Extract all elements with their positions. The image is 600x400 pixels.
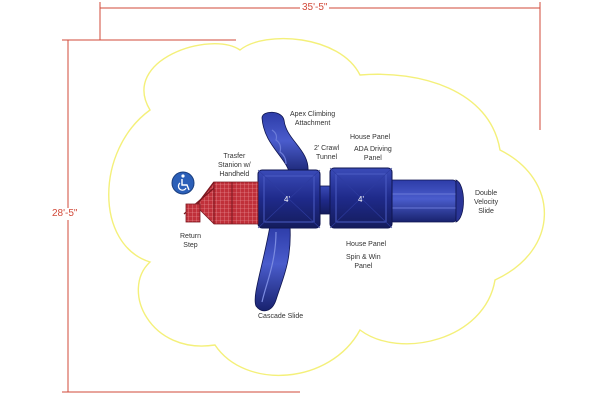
- cascade-slide: [254, 225, 291, 312]
- deck-left: [257, 169, 321, 229]
- wheelchair-icon: [171, 171, 195, 195]
- deck-right: [329, 167, 393, 229]
- safety-zone-outline: [108, 37, 545, 377]
- apex-climbing-attachment: [261, 111, 309, 177]
- label-return-step: Return Step: [180, 233, 202, 249]
- label-crawl-tunnel: 2' Crawl Tunnel: [314, 145, 340, 161]
- label-spin-win: Spin & Win Panel: [346, 254, 381, 270]
- return-step: [185, 203, 201, 223]
- label-apex-climbing: Apex Climbing Attachment: [290, 111, 336, 127]
- width-dimension-label: 35'-5": [300, 2, 330, 14]
- deck-left-height: 4': [284, 195, 290, 204]
- label-ada-driving: ADA Driving Panel: [354, 146, 392, 162]
- label-house-panel-bottom: House Panel: [346, 241, 387, 248]
- double-velocity-slide: [385, 179, 464, 223]
- label-double-velocity: Double Velocity Slide: [474, 190, 499, 215]
- label-cascade-slide: Cascade Slide: [258, 313, 304, 320]
- depth-dimension-label: 28'-5": [50, 208, 80, 220]
- label-house-panel-top: House Panel: [350, 134, 391, 141]
- deck-right-height: 4': [358, 195, 364, 204]
- label-transfer-station: Trasfer Stanion w/ Handheld: [218, 153, 251, 178]
